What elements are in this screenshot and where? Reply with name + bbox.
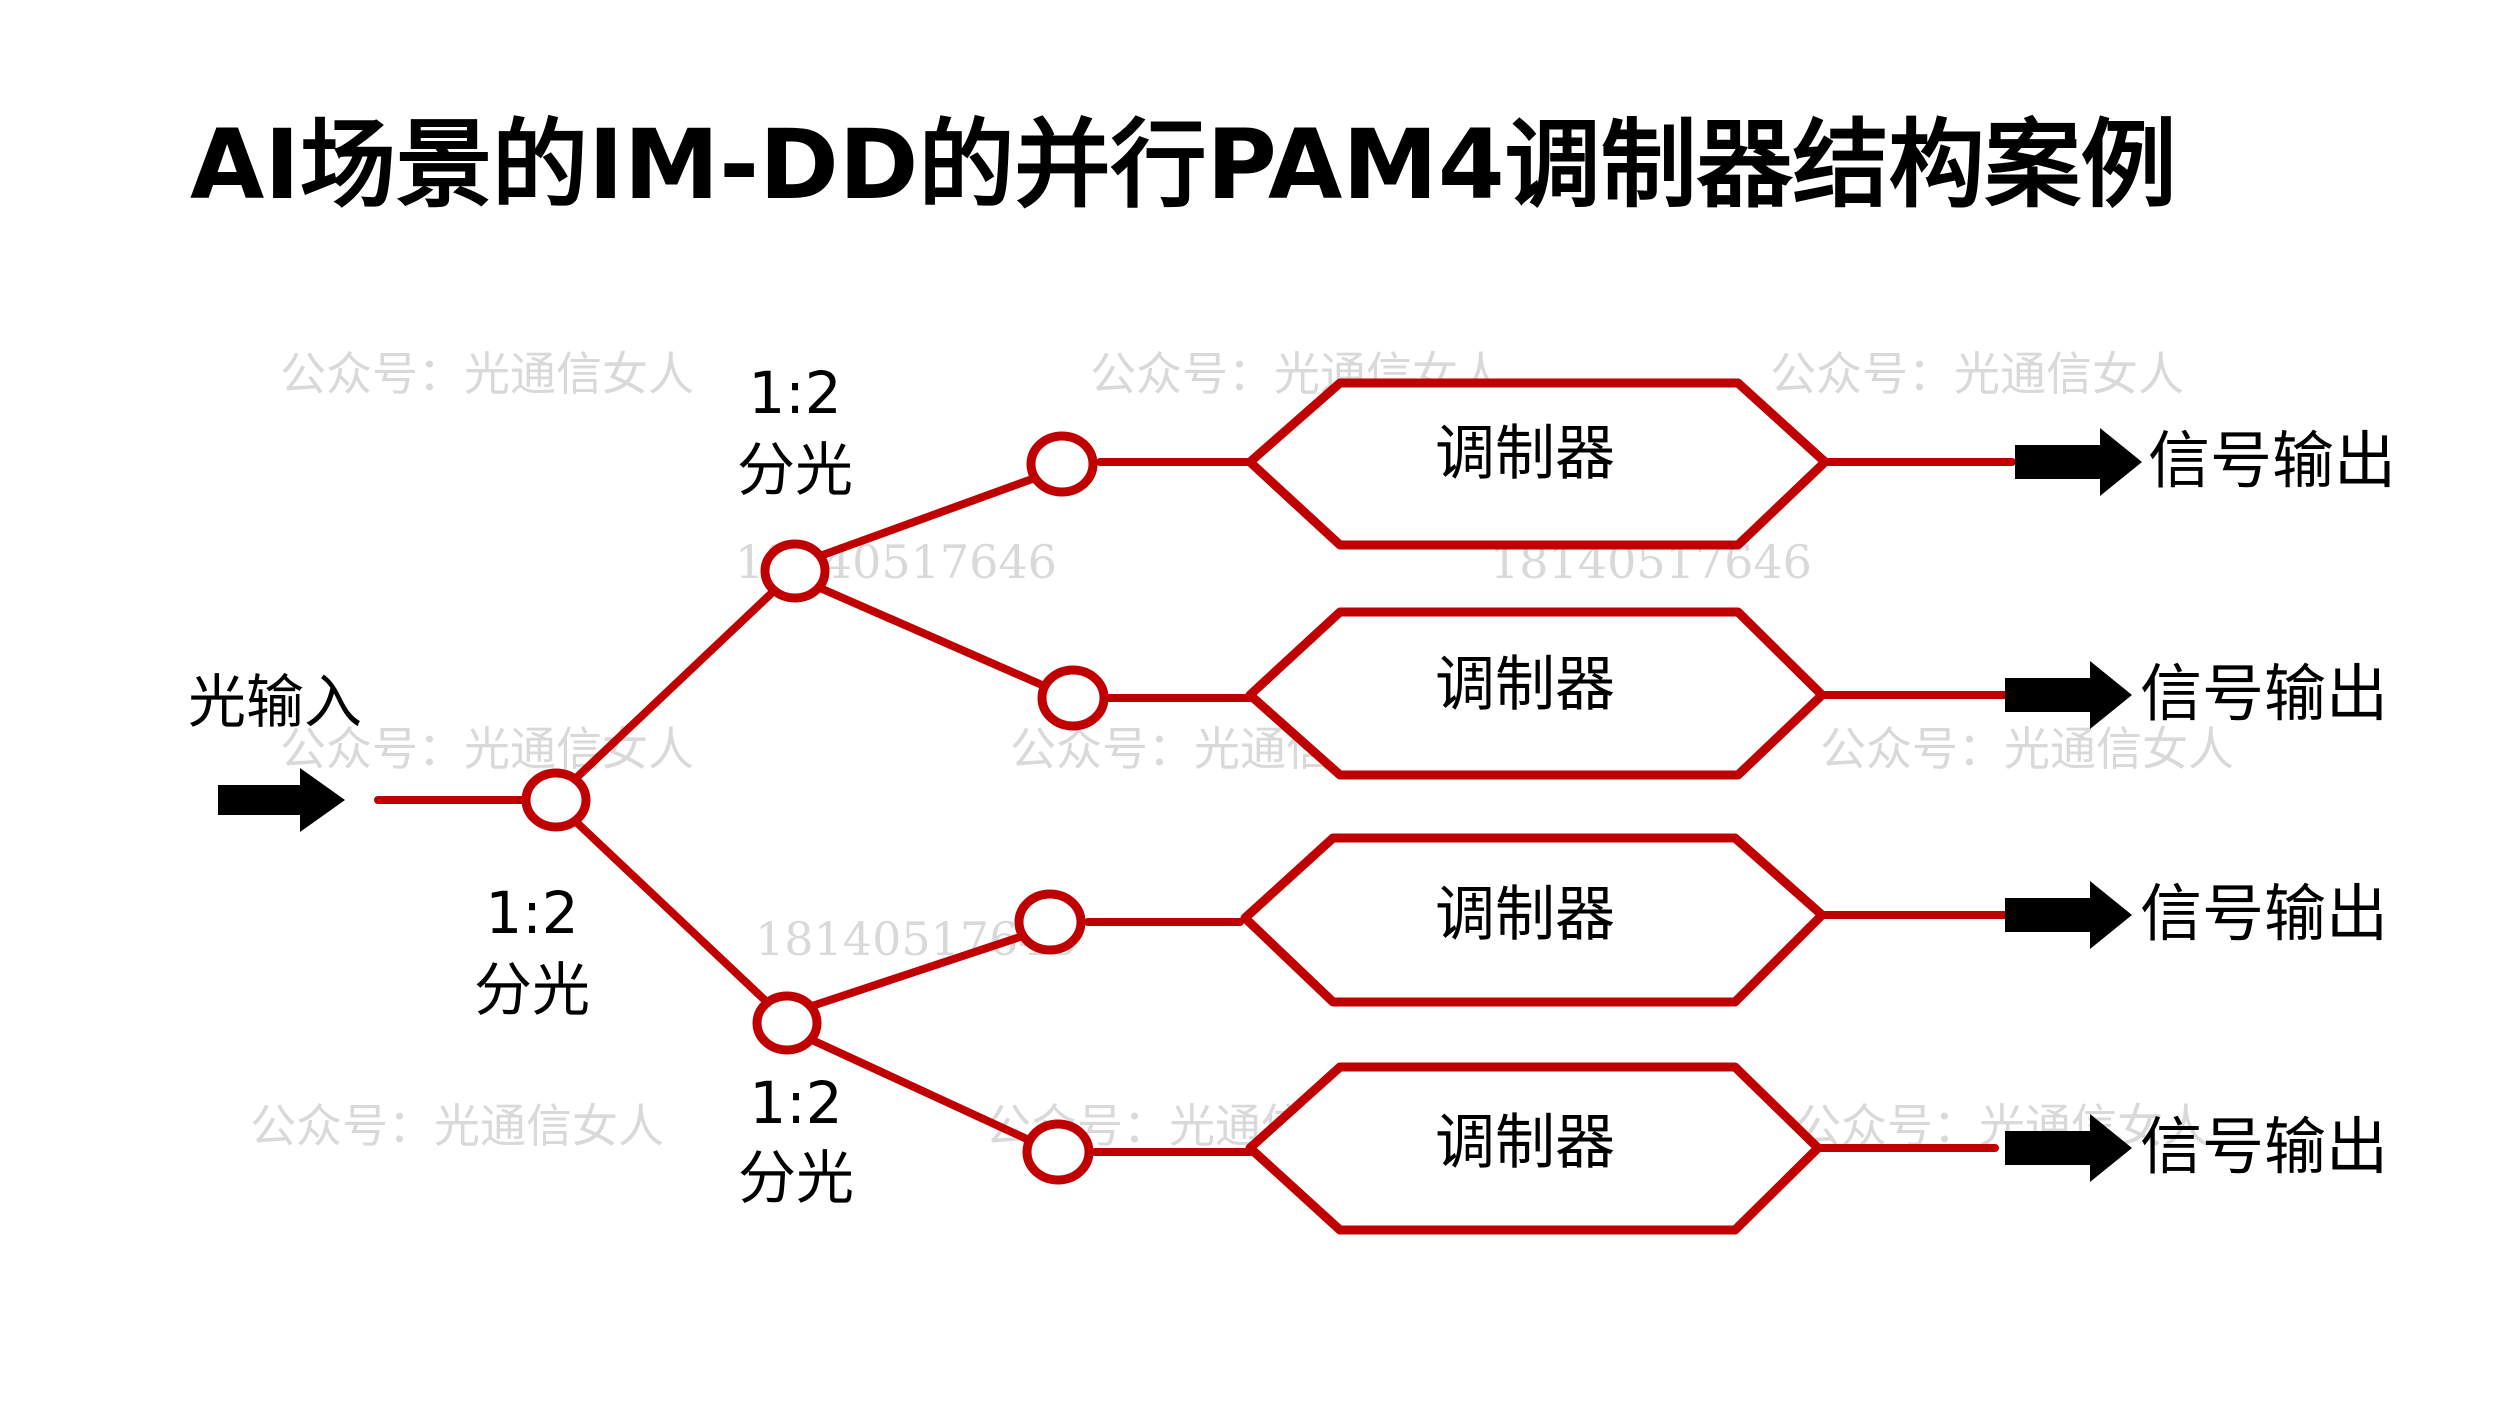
modulator-box-4	[1245, 1062, 1823, 1235]
splitter-labels: 1:2 分光 1:2 分光 1:2 分光	[474, 359, 854, 1212]
output-labels: 信号输出 信号输出 信号输出 信号输出	[2140, 424, 2396, 1183]
watermark-account: 公众号：光通信女人	[250, 1099, 664, 1153]
modulators	[1240, 378, 1830, 1235]
output-arrow-icon	[2005, 661, 2132, 729]
output-label: 信号输出	[2140, 877, 2388, 950]
modulator-label: 调制器	[1435, 419, 1615, 489]
combiner-node-2	[1037, 665, 1109, 731]
waveguide-split2-lower	[816, 584, 1046, 689]
output-label: 信号输出	[2140, 1110, 2388, 1183]
splitter-node-1	[521, 768, 591, 832]
modulator-label: 调制器	[1435, 880, 1615, 950]
splitter-label: 分光	[474, 956, 590, 1024]
page-title: AI场景的IM-DD的并行PAM4调制器结构案例	[190, 109, 2177, 221]
waveguide-split3-lower	[808, 1036, 1033, 1144]
waveguide-split1-lower	[569, 815, 774, 1009]
waveguide-split3-upper	[808, 932, 1027, 1010]
modulator-label: 调制器	[1435, 1108, 1615, 1178]
output-arrow-icon	[2005, 881, 2132, 949]
splitter-nodes	[521, 431, 1109, 1185]
splitter-ratio: 1:2	[485, 879, 578, 947]
modulator-box-3	[1240, 833, 1827, 1007]
input-label: 光输入	[188, 668, 362, 736]
combiner-node-3	[1014, 889, 1086, 955]
waveguide-network	[374, 458, 2016, 1156]
modulator-label: 调制器	[1435, 650, 1615, 720]
splitter-label: 分光	[738, 1144, 854, 1212]
modulator-box-1	[1245, 378, 1830, 550]
splitter-ratio: 1:2	[748, 359, 841, 427]
watermark-layer: 公众号：光通信女人 公众号：光通信女人 公众号：光通信女人 1814051764…	[250, 347, 2234, 1153]
modulator-box-2	[1245, 607, 1827, 780]
splitter-node-3	[752, 991, 822, 1055]
output-label: 信号输出	[2140, 657, 2388, 730]
splitter-ratio: 1:2	[749, 1069, 842, 1137]
watermark-account: 公众号：光通信女人	[1820, 722, 2234, 776]
output-arrow-icon	[2015, 428, 2142, 496]
input-arrow-icon	[218, 768, 345, 832]
combiner-node-4	[1022, 1119, 1094, 1185]
watermark-account: 公众号：光通信女人	[280, 347, 694, 401]
combiner-node-1	[1026, 431, 1098, 497]
waveguide-split1-upper	[569, 584, 781, 785]
modulator-labels: 调制器 调制器 调制器 调制器	[1435, 419, 1615, 1178]
splitter-label: 分光	[737, 436, 853, 504]
waveguide-split2-upper	[816, 474, 1039, 560]
watermark-account: 公众号：光通信女人	[1770, 347, 2184, 401]
splitter-node-2	[760, 539, 830, 603]
output-arrows	[2005, 428, 2142, 1182]
output-label: 信号输出	[2148, 424, 2396, 497]
output-arrow-icon	[2005, 1114, 2132, 1182]
